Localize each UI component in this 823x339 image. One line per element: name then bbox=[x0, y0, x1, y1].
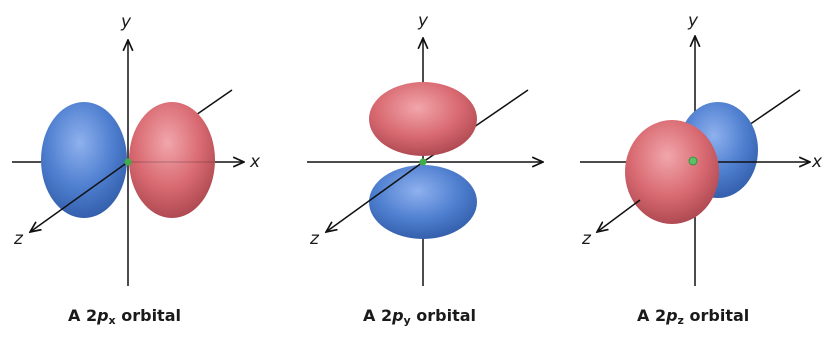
caption-p: p bbox=[97, 306, 109, 325]
caption-subscript: z bbox=[677, 314, 684, 327]
caption-prefix: A 2 bbox=[363, 306, 393, 325]
caption-subscript: x bbox=[108, 314, 116, 327]
nucleus bbox=[419, 158, 427, 166]
y-axis-label: y bbox=[417, 11, 429, 31]
caption-2pz: A 2pz orbital bbox=[637, 306, 750, 327]
caption-p: p bbox=[392, 306, 404, 325]
caption-subscript: y bbox=[403, 314, 411, 327]
positive-lobe bbox=[625, 120, 719, 224]
caption-2px: A 2px orbital bbox=[68, 306, 181, 327]
z-axis-front bbox=[326, 161, 424, 232]
positive-lobe bbox=[369, 82, 477, 156]
x-axis-label: x bbox=[811, 152, 823, 172]
z-axis-label: z bbox=[581, 229, 592, 249]
z-axis-label: z bbox=[13, 229, 24, 249]
caption-suffix: orbital bbox=[410, 306, 477, 325]
caption-prefix: A 2 bbox=[68, 306, 98, 325]
caption-prefix: A 2 bbox=[637, 306, 667, 325]
diagram-2pz: y x z bbox=[580, 11, 823, 286]
z-axis-label: z bbox=[309, 229, 320, 249]
caption-p: p bbox=[666, 306, 678, 325]
caption-suffix: orbital bbox=[115, 306, 181, 325]
x-axis-label: x bbox=[249, 152, 261, 172]
y-axis-label: y bbox=[120, 12, 132, 32]
z-axis-front bbox=[30, 161, 129, 232]
y-axis-label: y bbox=[687, 11, 699, 31]
negative-lobe bbox=[41, 102, 127, 218]
caption-suffix: orbital bbox=[683, 306, 750, 325]
diagram-2py: y z bbox=[307, 11, 543, 286]
z-axis-front bbox=[597, 199, 641, 232]
negative-lobe bbox=[369, 165, 477, 239]
diagram-2px: y x z bbox=[12, 12, 261, 286]
caption-2py: A 2py orbital bbox=[363, 306, 477, 327]
nucleus bbox=[124, 158, 132, 166]
positive-lobe bbox=[129, 102, 215, 218]
nucleus bbox=[688, 156, 698, 166]
